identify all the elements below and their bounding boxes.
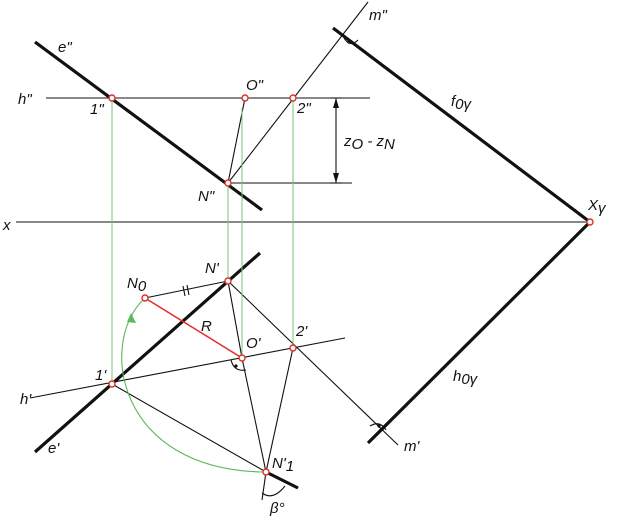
label-z-n: N — [384, 136, 395, 153]
label-Xg: Xγ — [587, 197, 607, 217]
projection-connectors — [111, 98, 294, 384]
label-z-dash: - z — [363, 133, 384, 150]
label-h0-main: h — [453, 368, 461, 385]
label-m2: m" — [369, 7, 387, 24]
label-O-1: O' — [246, 335, 262, 352]
right-angle-O1-dot — [234, 364, 238, 368]
label-Nd1-sub: 1 — [286, 458, 294, 475]
N0-N1-line — [144, 280, 229, 299]
label-z: zO - zN — [343, 133, 395, 153]
h1-line — [29, 337, 346, 399]
point-2-1 — [289, 344, 297, 352]
m2-line — [227, 1, 369, 184]
label-e1: e' — [48, 440, 60, 457]
z-arrow-top — [333, 98, 339, 108]
label-N0-sub: 0 — [138, 278, 147, 295]
radius-R-line — [144, 297, 243, 359]
tick-mark-2 — [186, 284, 190, 296]
label-1-2: 1" — [90, 101, 104, 118]
label-beta: β° — [269, 500, 285, 517]
label-N0-main: N — [127, 275, 138, 292]
label-Nd1: N'1 — [272, 455, 294, 475]
N1-O1-line — [227, 280, 243, 359]
right-angle-m2 — [343, 37, 359, 45]
label-h0: h0γ — [453, 368, 479, 388]
point-O-2 — [241, 94, 249, 102]
m1-line — [227, 280, 399, 446]
point-N0 — [141, 294, 149, 302]
right-angle-m1 — [369, 423, 387, 431]
p1-Nd1-line — [111, 383, 267, 473]
beta-extension — [261, 471, 267, 501]
label-h2: h" — [18, 91, 32, 108]
point-1-2 — [108, 94, 116, 102]
O1-Nd1-line — [241, 357, 267, 473]
beta-arc — [261, 485, 286, 497]
p2-Nd1-line — [265, 347, 294, 473]
label-h0-sub: 0γ — [461, 371, 478, 388]
label-f0: f0γ — [451, 93, 473, 113]
point-Xg — [586, 218, 594, 226]
point-1-1 — [108, 380, 116, 388]
label-N0: N0 — [127, 275, 147, 295]
label-m1: m' — [404, 438, 420, 455]
point-Nd-1 — [262, 468, 270, 476]
label-N-1: N' — [205, 260, 220, 277]
label-Xg-main: X — [587, 197, 599, 214]
beta-ray — [265, 470, 299, 490]
tick-mark-1 — [182, 285, 186, 297]
label-Xg-sub: γ — [598, 200, 607, 217]
label-R: R — [201, 318, 212, 335]
label-z-main: z — [343, 133, 352, 150]
point-2-2 — [289, 94, 297, 102]
e2-line — [34, 40, 263, 212]
point-N-1 — [224, 277, 232, 285]
label-x-axis: x — [2, 217, 11, 234]
right-angle-m1-dot — [377, 424, 381, 428]
points — [108, 94, 594, 476]
label-f0-sub: 0γ — [455, 96, 472, 113]
label-2-2: 2" — [296, 100, 311, 117]
label-N-2: N" — [198, 188, 215, 205]
point-N-2 — [224, 179, 232, 187]
z-arrow-bottom — [333, 173, 339, 183]
rotation-arc — [121, 297, 265, 473]
N1-p1-line — [111, 280, 229, 385]
label-1-1: 1' — [95, 367, 107, 384]
label-Nd1-main: N' — [272, 455, 287, 472]
label-e2: e" — [58, 39, 72, 56]
label-h1: h' — [20, 391, 32, 408]
point-O-1 — [238, 354, 246, 362]
label-2-1: 2' — [295, 323, 308, 340]
label-f0-main: f — [451, 93, 457, 110]
rotation-arrowhead — [127, 313, 136, 323]
right-angle-m2-dot — [347, 40, 351, 44]
f0-trace — [332, 26, 591, 224]
right-angle-O1 — [230, 359, 247, 371]
label-O-2: O" — [246, 77, 264, 94]
h0-trace — [366, 220, 592, 445]
label-z-o: O — [352, 136, 364, 153]
